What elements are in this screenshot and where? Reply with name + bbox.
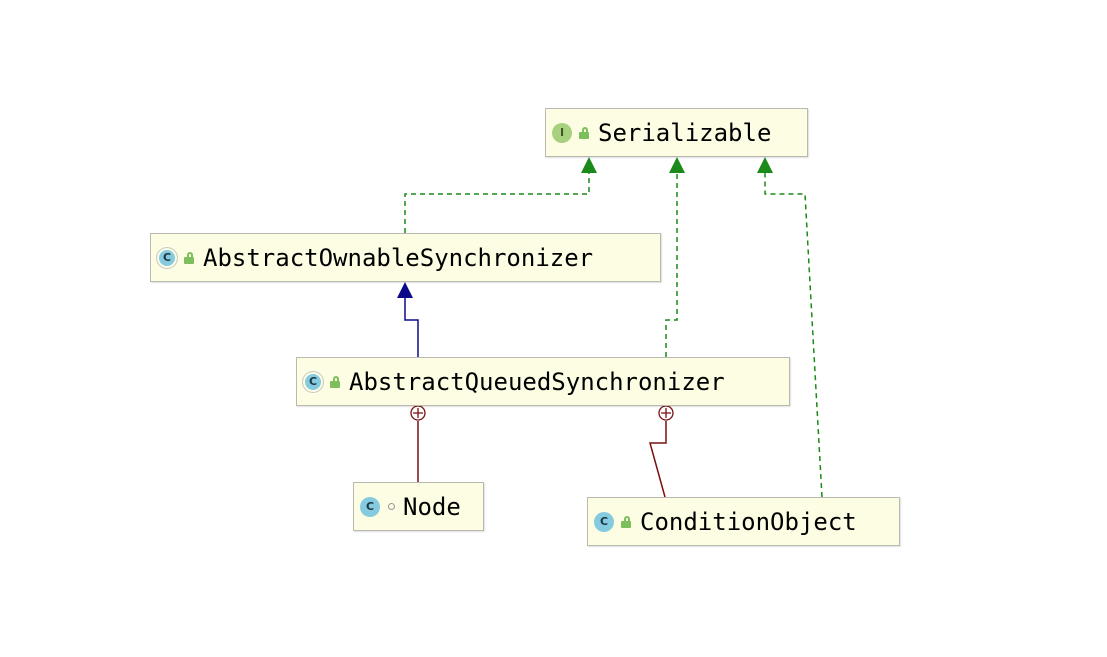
implements-edge-aos [404, 172, 590, 233]
node-label: ConditionObject [640, 507, 857, 536]
abstract-ownable-synchronizer-node[interactable]: C AbstractOwnableSynchronizer [150, 233, 661, 282]
extends-edge-aqs [404, 297, 419, 357]
inner-class-edge-condition-object [649, 421, 667, 498]
implements-edge-aqs [665, 172, 678, 357]
node-label: Serializable [598, 118, 772, 147]
abstract-class-icon: C [157, 247, 177, 268]
public-lock-icon [620, 515, 632, 528]
inner-class-plus-icon [661, 408, 671, 418]
node-class-node[interactable]: C Node [353, 482, 484, 531]
serializable-node[interactable]: I Serializable [545, 108, 808, 157]
extends-edge-aqs-arrowhead [397, 282, 413, 298]
static-class-icon: C [360, 496, 380, 517]
public-lock-icon [329, 375, 341, 388]
implements-edge-condition-object-arrowhead [757, 157, 773, 173]
condition-object-node[interactable]: C ConditionObject [587, 497, 900, 546]
implements-edge-aqs-arrowhead [669, 157, 685, 173]
public-lock-icon [183, 251, 195, 264]
interface-icon: I [552, 122, 572, 143]
abstract-class-icon: C [303, 371, 323, 392]
implements-edge-condition-object [764, 172, 823, 498]
class-icon: C [594, 511, 614, 532]
node-label: AbstractQueuedSynchronizer [349, 367, 725, 396]
abstract-queued-synchronizer-node[interactable]: C AbstractQueuedSynchronizer [296, 357, 790, 406]
implements-edge-aos-arrowhead [581, 157, 597, 173]
public-lock-icon [578, 126, 590, 139]
package-private-icon [388, 503, 395, 510]
node-label: AbstractOwnableSynchronizer [203, 243, 594, 272]
inner-class-plus-icon [413, 408, 423, 418]
node-label: Node [403, 492, 461, 521]
